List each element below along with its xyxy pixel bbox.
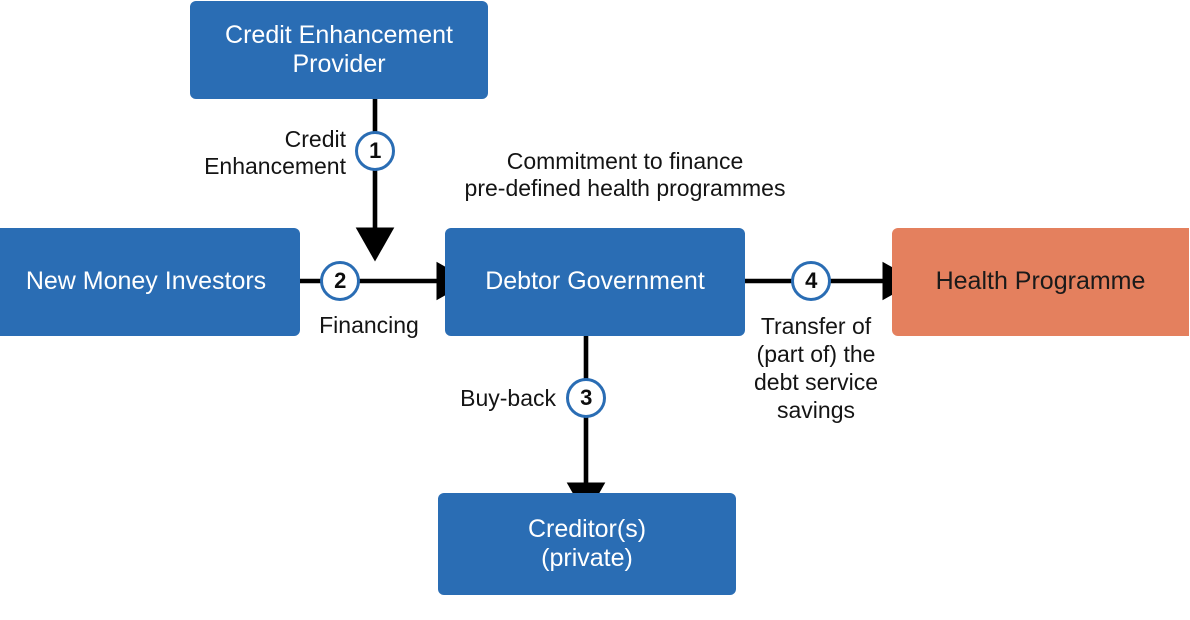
step-badge-1[interactable]: 1: [355, 131, 395, 171]
edge-label-buy-back: Buy-back: [460, 385, 556, 411]
node-label: Health Programme: [935, 267, 1146, 296]
step-badge-number: 1: [369, 138, 381, 163]
node-label: Credit Enhancement Provider: [225, 20, 453, 79]
step-badge-number: 2: [334, 268, 346, 293]
edge-label-transfer-debt-service-savings: Transfer of (part of) the debt service s…: [753, 313, 878, 424]
node-label: Creditor(s) (private): [527, 514, 647, 573]
node-label: New Money Investors: [25, 267, 267, 296]
step-badge-2[interactable]: 2: [320, 261, 360, 301]
node-credit-enhancement-provider[interactable]: Credit Enhancement Provider: [190, 1, 488, 99]
node-creditors-private[interactable]: Creditor(s) (private): [438, 493, 736, 595]
step-badge-3[interactable]: 3: [566, 378, 606, 418]
edge-label-credit-enhancement: Credit Enhancement: [204, 126, 346, 179]
edge-label-commitment-to-finance: Commitment to finance pre-defined health…: [464, 148, 786, 201]
step-badge-4[interactable]: 4: [791, 261, 831, 301]
node-label: Debtor Government: [485, 267, 705, 296]
node-debtor-government[interactable]: Debtor Government: [445, 228, 745, 336]
node-new-money-investors[interactable]: New Money Investors: [0, 228, 300, 336]
node-health-programme[interactable]: Health Programme: [892, 228, 1189, 336]
step-badge-number: 4: [805, 268, 817, 293]
step-badge-number: 3: [580, 385, 592, 410]
edge-label-financing: Financing: [319, 312, 419, 338]
